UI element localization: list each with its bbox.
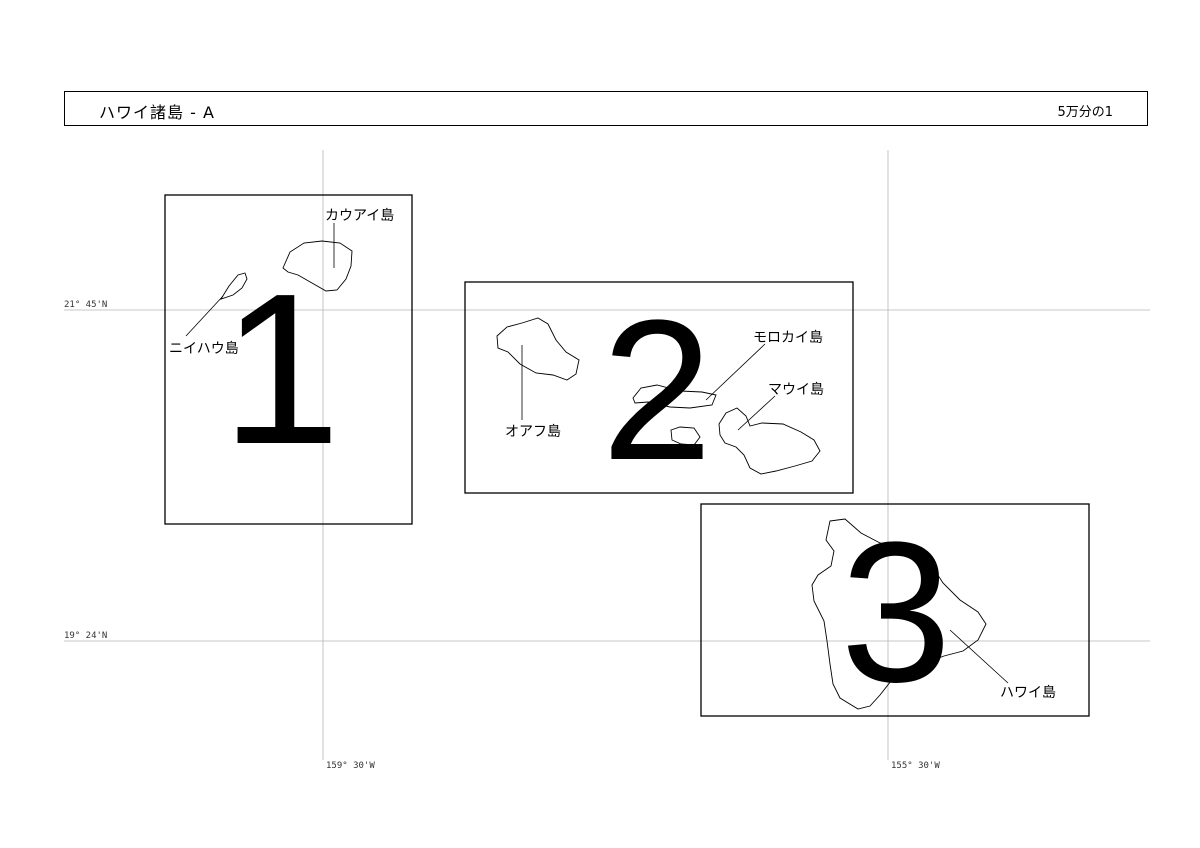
lon-label-2: 155° 30'W bbox=[891, 761, 940, 771]
sheet-2-frame[interactable] bbox=[464, 281, 854, 494]
sheet-3-frame[interactable] bbox=[700, 503, 1090, 717]
kauai-outline bbox=[282, 240, 353, 292]
maui-label: マウイ島 bbox=[768, 382, 824, 398]
sheet-2-number: 2 bbox=[601, 279, 712, 502]
hawaii-label: ハワイ島 bbox=[1000, 685, 1056, 701]
molokai-leader bbox=[705, 343, 766, 401]
niihau-label: ニイハウ島 bbox=[169, 341, 239, 357]
lat-label-2: 19° 24'N bbox=[64, 631, 107, 641]
map-scale: 5万分の1 bbox=[1057, 105, 1113, 120]
oahu-outline bbox=[496, 317, 580, 381]
map-title-bar: ハワイ諸島 - A 5万分の1 bbox=[64, 91, 1148, 126]
molokai-label: モロカイ島 bbox=[753, 330, 823, 346]
lanai-outline bbox=[670, 426, 701, 446]
maui-leader bbox=[737, 395, 776, 431]
hawaii-leader bbox=[949, 629, 1009, 684]
sheet-1-frame[interactable] bbox=[164, 194, 413, 525]
graticule bbox=[64, 150, 1150, 760]
molokai-outline bbox=[632, 384, 717, 409]
lat-label-1: 21° 45'N bbox=[64, 300, 107, 310]
map-title: ハワイ諸島 - A bbox=[99, 103, 215, 122]
hawaii-outline bbox=[811, 518, 987, 710]
sheet-3-number: 3 bbox=[840, 501, 951, 724]
lon-label-1: 159° 30'W bbox=[326, 761, 375, 771]
kauai-label: カウアイ島 bbox=[325, 208, 394, 224]
sheet-1-number: 1 bbox=[221, 248, 341, 489]
maui-outline bbox=[718, 407, 821, 475]
niihau-leader bbox=[185, 295, 224, 337]
oahu-label: オアフ島 bbox=[505, 424, 561, 440]
niihau-outline bbox=[219, 272, 248, 300]
